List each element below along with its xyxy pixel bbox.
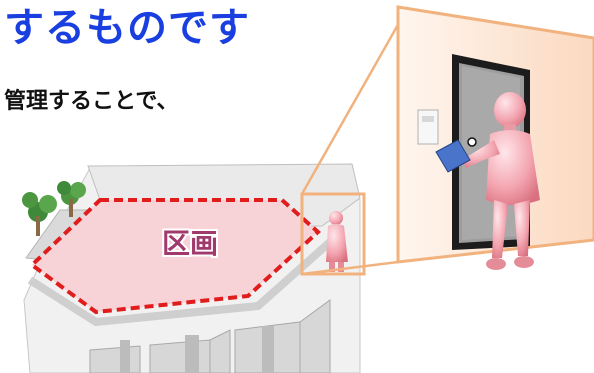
floor-plan: 区画 (22, 163, 361, 373)
subheading-text: 管理することで、 (4, 89, 179, 114)
door-scene (396, 5, 594, 270)
zone-label: 区画 (162, 227, 218, 260)
zone-dashed-border (28, 198, 321, 315)
heading-text: するものです (4, 5, 250, 51)
card-reader-icon (417, 109, 439, 145)
person-with-card-icon (435, 92, 540, 270)
zoom-callout-connector (300, 6, 410, 276)
tree-icon (22, 181, 86, 236)
person-small-icon (326, 211, 348, 272)
door-knob-icon (467, 137, 477, 147)
id-card-icon (435, 139, 471, 173)
zone-area (32, 200, 318, 312)
